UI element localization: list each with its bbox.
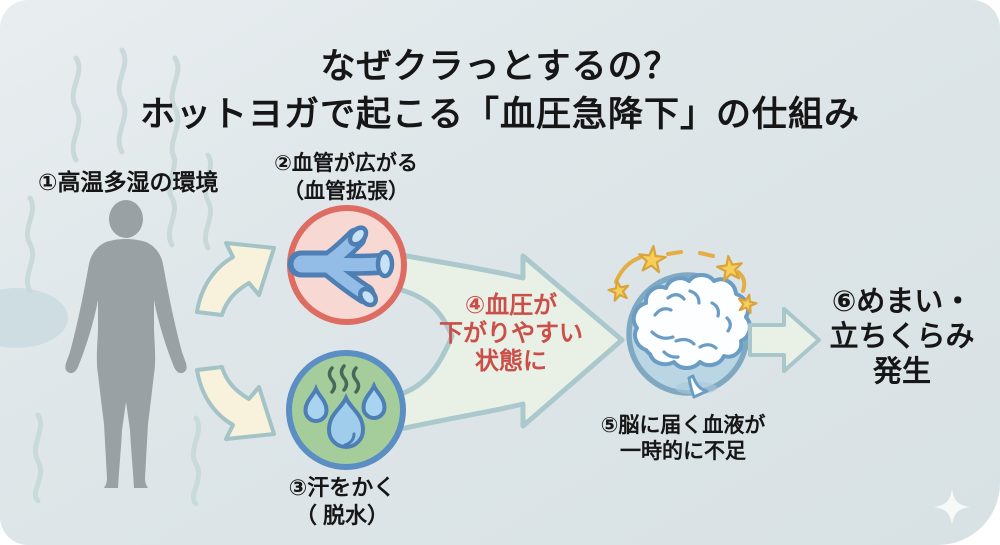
step4-label-line3: 状態に <box>475 348 547 375</box>
step6-result-label: ⑥めまい・ 立ちくらみ 発生 <box>802 285 1000 390</box>
person-silhouette <box>65 200 187 488</box>
vessel-circle <box>287 205 407 325</box>
background-blob <box>0 288 68 348</box>
step3-sweat-label: ③汗をかく （ 脱水） <box>242 474 442 530</box>
steam-squiggle-icon <box>327 364 361 394</box>
result-arrow <box>748 307 821 373</box>
step5-label-line2: 一時的に不足 <box>620 440 746 463</box>
step4-label-line1: ④血圧が <box>464 292 558 319</box>
steam-wave-icon <box>24 47 214 507</box>
curved-arrow-to-vessel <box>195 241 276 317</box>
step6-label-line3: 発生 <box>872 356 931 388</box>
dilated-blood-vessel-icon <box>287 225 395 308</box>
step3-label-line2: （ 脱水） <box>294 503 390 528</box>
step4-label-line2: 下がりやすい <box>439 320 583 347</box>
step1-env-label: ①高温多湿の環境 <box>38 169 219 195</box>
step3-label-line1: ③汗をかく <box>288 475 396 500</box>
page-title-line2: ホットヨガで起こる「血圧急降下」の仕組み <box>139 95 860 134</box>
step4-bp-drop-label: ④血圧が 下がりやすい 状態に <box>411 292 611 376</box>
step5-label-line1: ⑤脳に届く血液が <box>600 414 766 437</box>
dizzy-stars-icon <box>607 245 758 314</box>
step2-vasodilation-label: ②血管が広がる （血管拡張） <box>246 150 446 206</box>
step6-label-line1: ⑥めまい・ <box>831 286 973 318</box>
step2-label-line1: ②血管が広がる <box>274 152 418 175</box>
page-title-line1: なぜクラっとするの？ <box>320 47 680 86</box>
curved-arrow-to-sweat <box>195 365 276 441</box>
step6-label-line2: 立ちくらみ <box>829 321 975 353</box>
sweat-drops-icon <box>303 380 387 449</box>
sparkle-icon <box>934 489 970 525</box>
step2-label-line2: （血管拡張） <box>283 180 409 203</box>
brain-circle <box>607 245 758 399</box>
sweat-circle <box>286 350 406 470</box>
step5-brain-label: ⑤脳に届く血液が 一時的に不足 <box>558 413 808 465</box>
funnel-arrow <box>391 251 625 433</box>
